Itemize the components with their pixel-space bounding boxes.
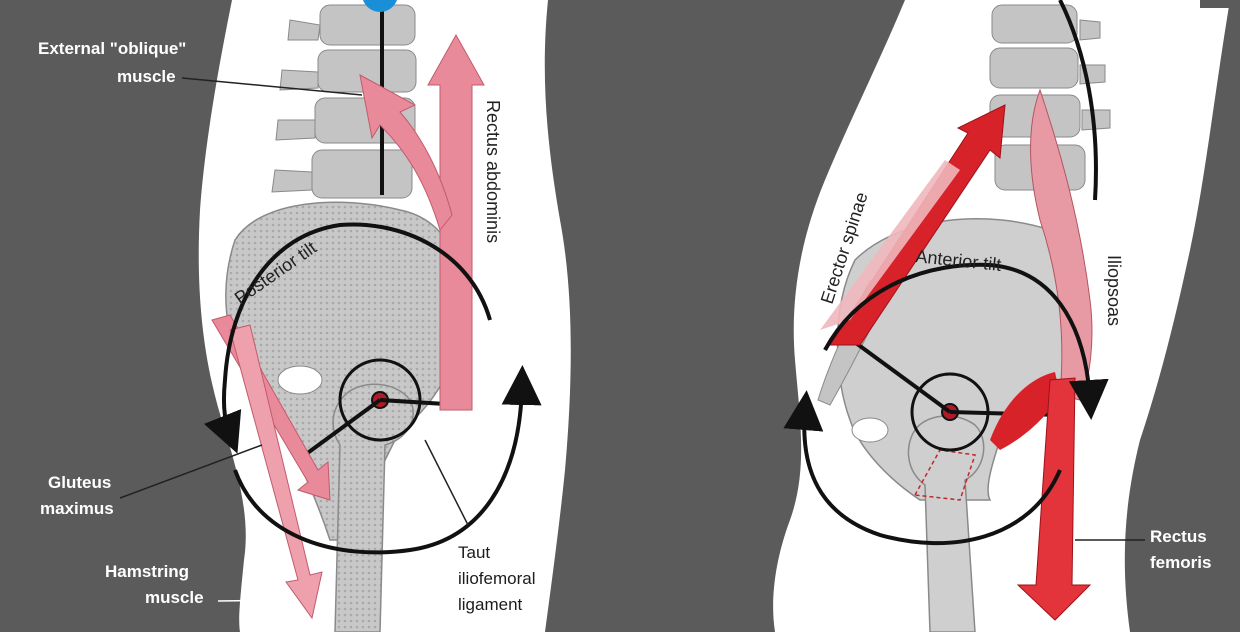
rectus-femoris-label-line1: Rectus (1150, 527, 1207, 546)
right-obturator-hole (852, 418, 888, 442)
taut-ligament-label-line1: Taut (458, 543, 490, 562)
gluteus-label-line2: maximus (40, 499, 114, 518)
hamstring-leader (218, 600, 298, 601)
hamstring-label-line2: muscle (145, 588, 204, 607)
hamstring-label-line1: Hamstring (105, 562, 189, 581)
external-oblique-label-line2: muscle (117, 67, 176, 86)
rectus-abdominis-label: Rectus abdominis (483, 100, 503, 243)
iliopsoas-label: Iliopsoas (1104, 255, 1124, 326)
taut-ligament-label-line2: iliofemoral (458, 569, 535, 588)
gluteus-label-line1: Gluteus (48, 473, 111, 492)
left-obturator-hole (278, 366, 322, 394)
taut-ligament-label-line3: ligament (458, 595, 523, 614)
rectus-femoris-label-line2: femoris (1150, 553, 1211, 572)
external-oblique-label-line1: External "oblique" (38, 39, 186, 58)
